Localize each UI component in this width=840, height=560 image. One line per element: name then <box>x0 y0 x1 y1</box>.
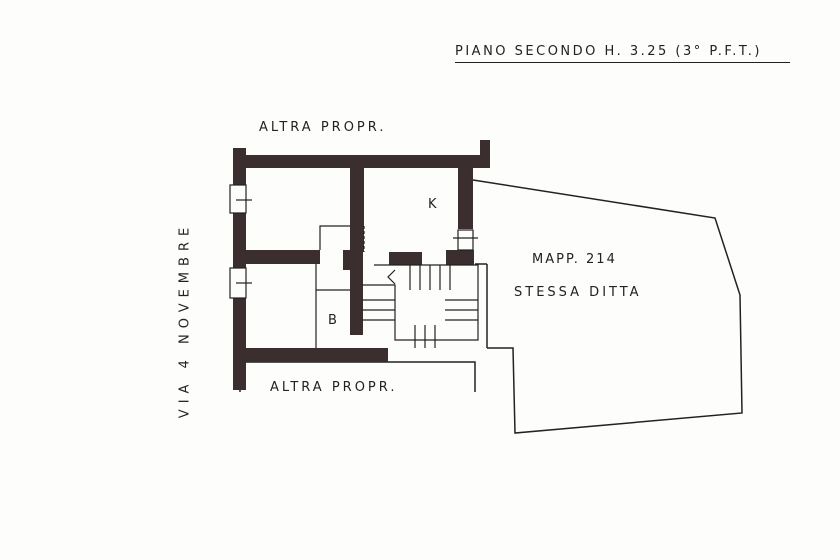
room-k-label: K <box>428 197 440 212</box>
drawing-title: PIANO SECONDO H. 3.25 (3° P.F.T.) <box>455 44 790 63</box>
south-neighbor-label: ALTRA PROPR. <box>270 380 398 395</box>
parcel-label: MAPP. 214 <box>532 252 617 267</box>
street-label: VIA 4 NOVEMBRE <box>177 221 193 419</box>
parcel-outline <box>239 179 743 434</box>
interior-lines <box>315 225 479 348</box>
parcel-owner-label: STESSA DITTA <box>514 285 642 300</box>
north-neighbor-label: ALTRA PROPR. <box>259 120 387 135</box>
windows-doors <box>229 184 478 299</box>
room-b-label: B <box>328 313 340 328</box>
